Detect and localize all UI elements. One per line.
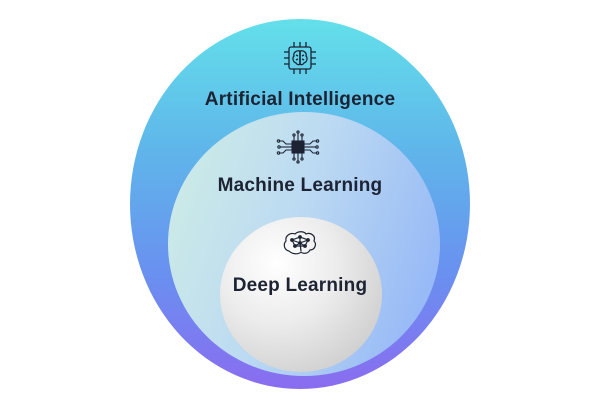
- artificial-intelligence-label: Artificial Intelligence: [204, 89, 396, 110]
- deep-learning-label: Deep Learning: [232, 275, 368, 296]
- machine-learning-label: Machine Learning: [217, 175, 383, 196]
- microchip-circuit-icon: [276, 130, 320, 164]
- brain-chip-icon: [283, 40, 317, 76]
- neural-brain-icon: [281, 229, 319, 257]
